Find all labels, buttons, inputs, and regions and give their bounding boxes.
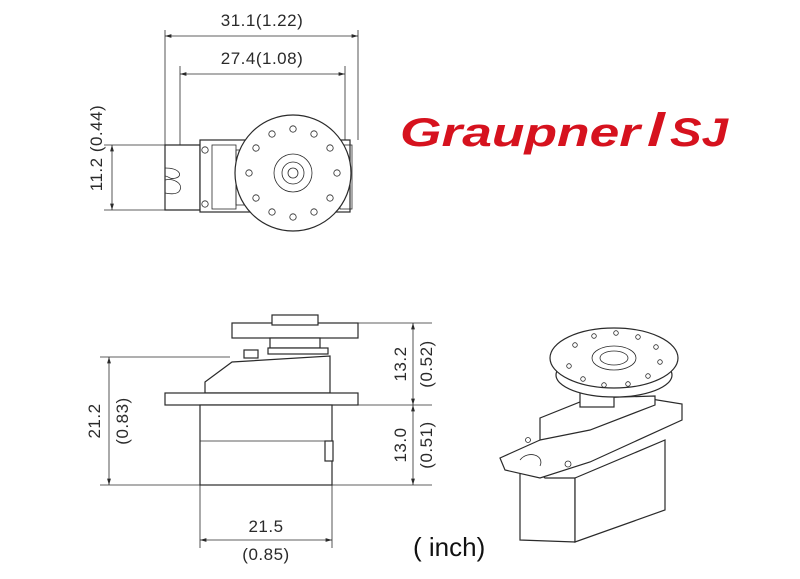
top-view: 31.1(1.22) 27.4(1.08) 11.2 (0.44)	[87, 11, 359, 232]
iso-gear-housing	[539, 395, 656, 441]
logo-wordmark: Graupner	[400, 111, 643, 155]
iso-horn-holes	[566, 330, 663, 388]
mount-width-label: 27.4(1.08)	[221, 49, 304, 68]
width-label: 21.5	[248, 517, 283, 536]
mount-flange-side	[164, 392, 359, 406]
logo-suffix: SJ	[670, 111, 729, 155]
lower-height-inch-label: (0.51)	[417, 421, 436, 468]
servo-horn-disc	[234, 114, 352, 232]
iso-case-side	[574, 439, 666, 543]
side-view: 21.2 (0.83) 13.2 (0.52) 13.0 (0.51) 21.5…	[85, 314, 436, 564]
horn-holes	[245, 125, 341, 221]
graupner-logo: Graupner SJ	[400, 111, 729, 155]
overall-width-label: 31.1(1.22)	[221, 11, 304, 30]
servo-case-side	[199, 404, 333, 486]
iso-horn-top	[549, 327, 679, 389]
depth-label: 11.2 (0.44)	[87, 105, 106, 191]
isometric-view	[499, 327, 683, 543]
lower-height-label: 13.0	[391, 427, 410, 462]
width-inch-label: (0.85)	[242, 545, 289, 564]
unit-note: ( inch)	[413, 532, 485, 562]
horn-height-inch-label: (0.52)	[417, 340, 436, 387]
upper-gear-housing	[204, 355, 331, 394]
left-mount-tab	[164, 144, 201, 211]
horn-height-label: 13.2	[391, 346, 410, 381]
height-inch-label: (0.83)	[113, 397, 132, 444]
logo-slash	[648, 112, 666, 146]
height-label: 21.2	[85, 403, 104, 438]
